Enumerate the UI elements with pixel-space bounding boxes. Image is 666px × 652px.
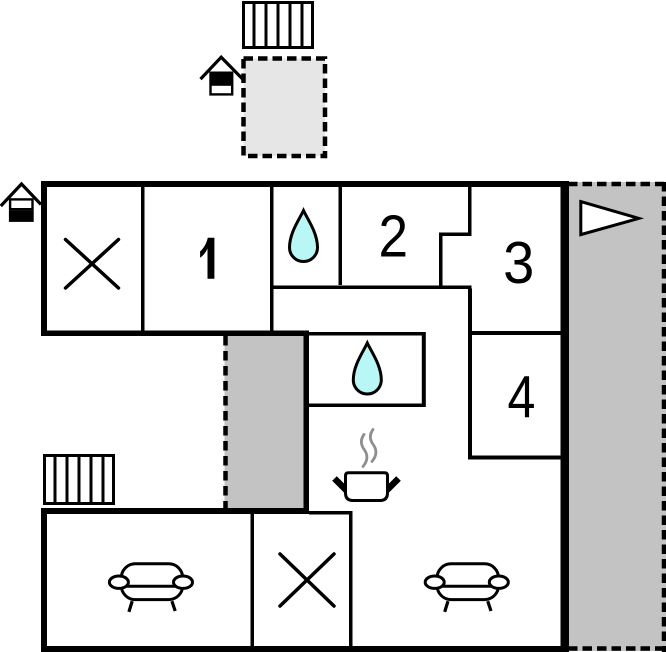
svg-text:2: 2 [379, 203, 409, 269]
svg-text:3: 3 [503, 231, 534, 297]
svg-text:4: 4 [507, 363, 535, 430]
